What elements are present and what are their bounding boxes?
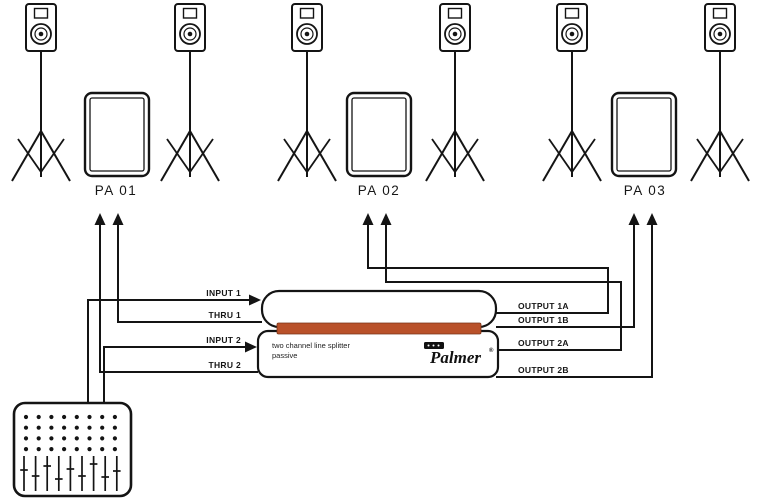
mixer-knob	[36, 414, 41, 420]
input1-label: INPUT 1	[206, 288, 241, 298]
mixer-knob	[100, 414, 105, 420]
output2a-label: OUTPUT 2A	[518, 338, 569, 348]
mixer-knob	[49, 447, 54, 452]
arrow-up-icon	[362, 213, 374, 225]
mixer-knob	[49, 425, 54, 430]
mixer-knob	[74, 414, 79, 420]
input2-label: INPUT 2	[206, 335, 241, 345]
cabinet-icon	[83, 91, 151, 178]
mixer-knob	[112, 436, 117, 441]
speaker-on-tripod-icon	[160, 3, 220, 182]
splitter-accent-strip	[276, 322, 482, 335]
thru1-label: THRU 1	[209, 310, 242, 320]
thru2-label: THRU 2	[209, 360, 242, 370]
arrow-right-icon	[249, 294, 261, 306]
mixer-knob	[100, 425, 105, 430]
wire-thru2	[99, 224, 258, 373]
mixer-knob	[23, 414, 29, 420]
arrow-up-icon	[628, 213, 640, 225]
mixer-knob	[23, 436, 29, 441]
arrowheads	[94, 213, 658, 353]
wire-output2b	[496, 224, 653, 378]
arrow-up-icon	[112, 213, 124, 225]
mixer-knob	[23, 447, 29, 452]
mixer-knob	[62, 414, 67, 420]
output1b-label: OUTPUT 1B	[518, 315, 569, 325]
speaker-on-tripod-icon	[542, 3, 602, 182]
speaker-on-tripod-icon	[277, 3, 337, 182]
pa-02-label: PA 02	[358, 183, 401, 198]
mixer-knob	[74, 436, 79, 441]
wire-output1a	[367, 224, 609, 314]
mixer-knob	[62, 436, 67, 441]
mixer-knob	[49, 414, 54, 420]
mixer-knob	[87, 414, 92, 420]
wire-input1	[87, 299, 250, 403]
wire-thru1	[117, 224, 262, 323]
mixer-knob	[87, 436, 92, 441]
wire-output1b	[496, 224, 635, 328]
speaker-on-tripod-icon	[425, 3, 485, 182]
arrow-up-icon	[94, 213, 106, 225]
mixer-knob	[100, 447, 105, 452]
mixer-knob	[36, 436, 41, 441]
cabinet-icon	[610, 91, 678, 178]
palmer-logo-mark	[424, 342, 444, 349]
mixer-knob	[87, 425, 92, 430]
mixer-knob	[23, 425, 29, 430]
wire-input2	[103, 346, 246, 403]
output2b-label: OUTPUT 2B	[518, 365, 569, 375]
mixer-knob	[36, 425, 41, 430]
arrow-up-icon	[380, 213, 392, 225]
mixer-knob	[62, 447, 67, 452]
splitter-description-line1: two channel line splitter	[272, 341, 350, 350]
line-splitter-device: two channel line splitter passive Palmer…	[256, 289, 500, 379]
mixer-knob	[49, 436, 54, 441]
wires	[87, 224, 653, 403]
registered-mark: ®	[489, 347, 494, 354]
wire-output2a	[385, 224, 622, 351]
cabinet-icon	[345, 91, 413, 178]
pa-01-label: PA 01	[95, 183, 138, 198]
arrow-right-icon	[245, 341, 257, 353]
mixer-knob	[36, 447, 41, 452]
mixer-knob	[74, 425, 79, 430]
mixer-knob	[112, 414, 117, 420]
mixer-knob	[100, 436, 105, 441]
mixer-icon	[12, 401, 133, 498]
mixer-knob	[112, 425, 117, 430]
mixer-knob	[112, 447, 117, 452]
speaker-on-tripod-icon	[11, 3, 71, 182]
arrow-up-icon	[646, 213, 658, 225]
brand-wordmark: Palmer	[429, 348, 481, 367]
mixer-knob	[62, 425, 67, 430]
speaker-on-tripod-icon	[690, 3, 750, 182]
output1a-label: OUTPUT 1A	[518, 301, 569, 311]
pa-03-label: PA 03	[624, 183, 667, 198]
mixer-knob	[87, 447, 92, 452]
splitter-top-shell	[260, 289, 498, 329]
splitter-description-line2: passive	[272, 351, 297, 360]
mixer-knob	[74, 447, 79, 452]
